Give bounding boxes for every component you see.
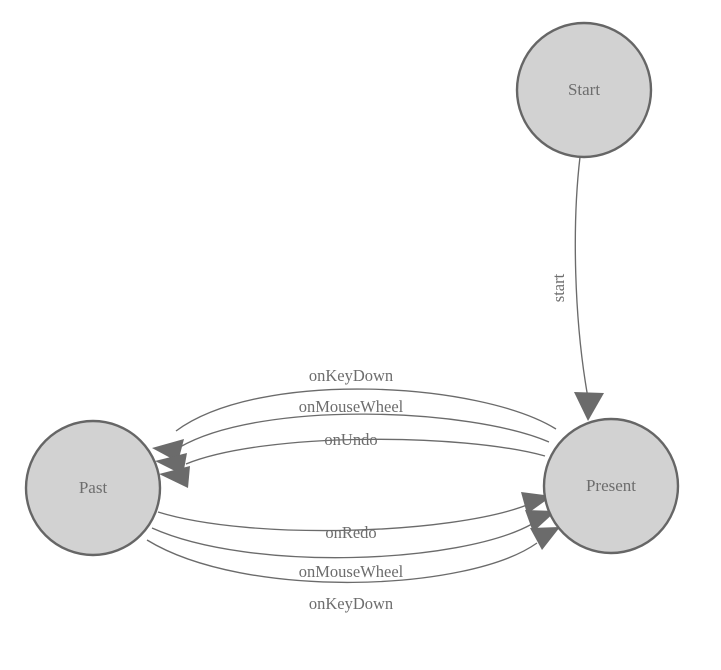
edge-label-present-past-onundo: onUndo: [324, 430, 377, 449]
edge-past-to-present-onkeydown-arrowhead: [530, 527, 560, 550]
edge-label-present-past-onkeydown: onKeyDown: [309, 366, 393, 385]
edge-label-past-present-onmousewheel: onMouseWheel: [299, 562, 404, 581]
edge-label-past-present-onkeydown: onKeyDown: [309, 594, 393, 613]
edge-start-to-present-path: [574, 156, 589, 399]
edge-start-to-present-arrowhead: [574, 392, 604, 421]
edge-past-to-present-onkeydown[interactable]: onKeyDown: [146, 527, 560, 613]
edge-present-to-past-onundo[interactable]: onUndo: [159, 430, 546, 488]
node-present-circle: [542, 417, 680, 555]
edge-start-to-present[interactable]: start: [549, 156, 604, 421]
node-start-circle: [515, 21, 653, 159]
edge-label-past-present-onredo: onRedo: [325, 523, 376, 542]
edge-label-present-past-onmousewheel: onMouseWheel: [299, 397, 404, 416]
edge-past-to-present-onmousewheel-path: [151, 523, 533, 559]
node-past-circle: [24, 419, 162, 557]
edge-past-to-present-onredo[interactable]: onRedo: [157, 492, 552, 542]
node-past[interactable]: Past: [24, 419, 162, 557]
edge-past-to-present-onmousewheel[interactable]: onMouseWheel: [151, 510, 556, 581]
node-past-label: Past: [79, 478, 108, 497]
node-present-label: Present: [586, 476, 636, 495]
node-present[interactable]: Present: [542, 417, 680, 555]
edge-present-to-past-onundo-arrowhead: [159, 466, 190, 488]
edge-past-to-present-onredo-path: [157, 504, 528, 532]
edge-present-to-past-onkeydown-path: [175, 388, 557, 432]
edge-past-to-present-onkeydown-path: [146, 539, 538, 584]
edge-present-to-past-onundo-path: [185, 438, 546, 465]
edge-label-start: start: [549, 273, 568, 302]
node-start[interactable]: Start: [515, 21, 653, 159]
edge-present-to-past-onmousewheel-path: [179, 413, 550, 448]
edge-past-to-present-onmousewheel-arrowhead: [525, 510, 556, 532]
node-start-label: Start: [568, 80, 600, 99]
